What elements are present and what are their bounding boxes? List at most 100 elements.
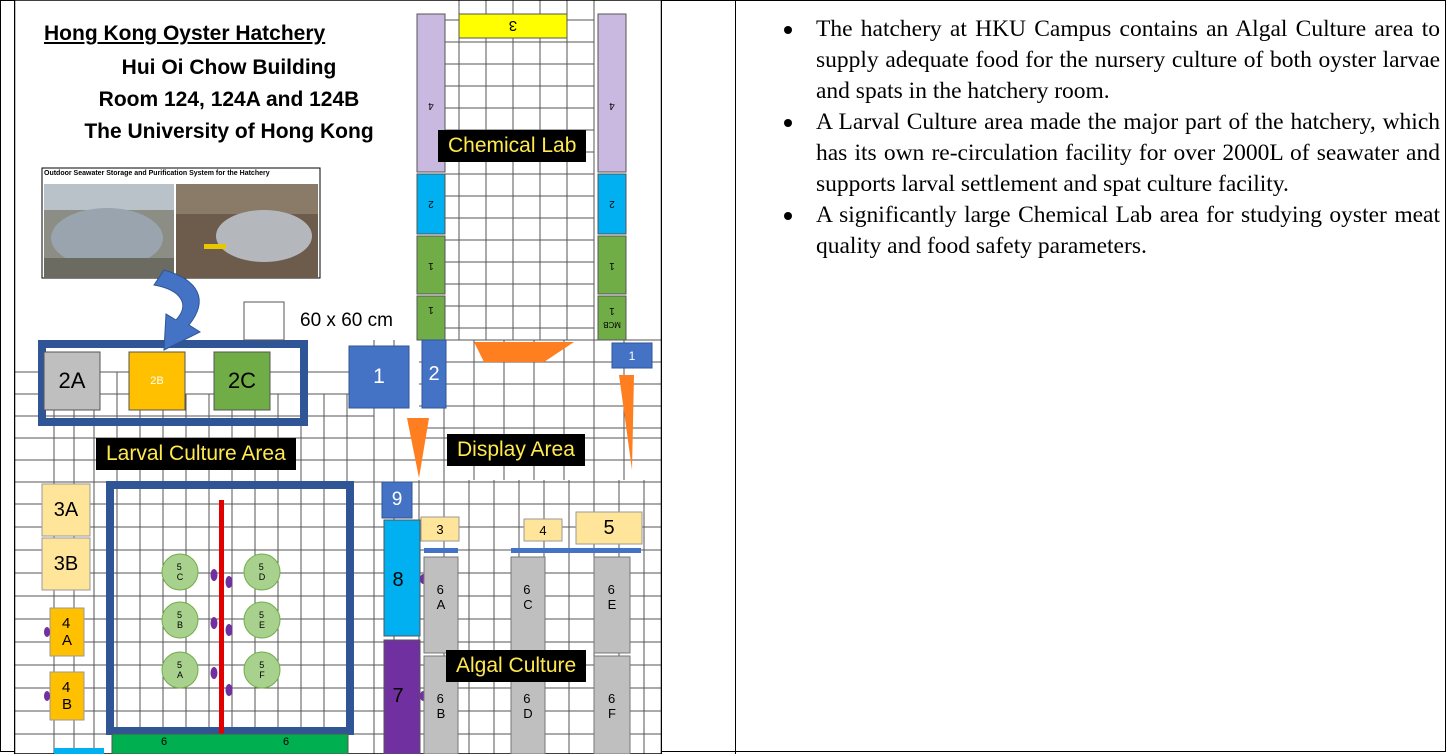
tank-3b [41, 537, 91, 591]
larval-culture-frame [106, 481, 354, 735]
plan-title: Hong Kong Oyster Hatchery [44, 22, 326, 45]
lab-bench-4-left-label: 4 [428, 100, 434, 112]
tank-6a [423, 556, 459, 654]
bullet-text: A significantly large Chemical Lab area … [816, 202, 1440, 259]
lab-bench-1c-label: 1 [609, 260, 615, 272]
tank-5e-label: 5 E [258, 610, 265, 630]
tank-6e [593, 556, 631, 654]
tank-1-small [611, 342, 653, 369]
orange-wedge-right [619, 375, 634, 470]
lab-bench-1b-label: 1 [428, 304, 434, 316]
bullet-item: The hatchery at HKU Campus contains an A… [760, 14, 1440, 107]
blue-arrow-icon [153, 269, 202, 351]
lab-bench-1c [597, 235, 627, 295]
photo-right-tank [216, 210, 312, 262]
tank-2a-label: 2A [58, 368, 86, 393]
plan-subtitle-room: Room 124, 124A and 124B [98, 88, 360, 111]
bottom-bench-6a-label: 6 [160, 736, 168, 748]
photo-left-tank [51, 208, 163, 268]
bottom-left-tank [54, 748, 104, 754]
tank-2-display [421, 339, 447, 409]
mcb-label: MCB [603, 320, 621, 330]
photo-caption: Outdoor Seawater Storage and Purificatio… [44, 170, 270, 177]
tank-5b-label: 5 B [176, 610, 183, 630]
photo-left-ground [44, 258, 174, 278]
tank-2b-label: 2B [150, 375, 164, 387]
algal-culture-label: Algal Culture [446, 650, 587, 682]
lab-bench-2-right-label: 2 [609, 198, 615, 210]
lab-bench-2-left-label: 2 [428, 198, 434, 210]
tank-2-label: 2 [428, 362, 440, 385]
tank-4b [49, 671, 85, 721]
hatchery-floor-plan: Hong Kong Oyster Hatchery Hui Oi Chow Bu… [14, 0, 662, 754]
tank-2a [43, 351, 101, 411]
tank-2b [128, 351, 186, 411]
tank-6c-label: 6 C [523, 582, 533, 612]
tank-5f-label: 5 F [259, 660, 265, 680]
bullet-dot-icon [784, 26, 792, 34]
center-pipe-line [219, 500, 224, 754]
tank-2c-label: 2C [227, 368, 257, 393]
tank-1-label: 1 [373, 365, 385, 388]
valve-4b [44, 691, 50, 701]
plan-subtitle-building: Hui Oi Chow Building [121, 56, 337, 79]
tank-6f-label: 6 F [608, 691, 616, 721]
bullet-text: The hatchery at HKU Campus contains an A… [816, 16, 1440, 104]
scale-label: 60 x 60 cm [300, 310, 393, 331]
bullet-item: A significantly large Chemical Lab area … [760, 200, 1440, 262]
tank-6d-label: 6 D [523, 691, 533, 721]
tank-6c [510, 556, 546, 654]
bottom-bench-6b-label: 6 [282, 736, 290, 748]
lab-bench-2-right [597, 173, 627, 235]
lab-bench-1a [416, 235, 446, 295]
lab-bench-2-left [416, 173, 446, 235]
tank-5a-label: 5 A [176, 660, 183, 680]
chemical-lab-label: Chemical Lab [438, 130, 587, 162]
tank-3a [41, 483, 91, 537]
larval-culture-label: Larval Culture Area [96, 438, 296, 470]
tank-7-label: 7 [392, 684, 404, 707]
tank-8-label: 8 [392, 568, 404, 591]
tank-5c-label: 5 C [176, 562, 184, 582]
photo-right-wall [176, 184, 318, 214]
tank-7 [383, 639, 421, 754]
photo-right-pipe [204, 244, 226, 249]
display-area-label: Display Area [447, 434, 585, 466]
lab-bench-1d [597, 295, 627, 341]
bullet-list: The hatchery at HKU Campus contains an A… [760, 14, 1440, 262]
tank-2c [213, 351, 271, 411]
floor-plan-drawing [14, 0, 662, 754]
lab-bench-3-label: 3 [508, 17, 518, 35]
lab-bench-1a-label: 1 [428, 260, 434, 272]
tank-3a-label: 3A [53, 498, 79, 521]
lab-bench-1d-label: 1 [609, 305, 615, 317]
tank-4-small [523, 518, 563, 542]
bottom-bench [111, 733, 349, 754]
scale-square [243, 301, 285, 341]
tank-1-small-label: 1 [628, 348, 636, 363]
round-tank-valves [210, 569, 233, 696]
table-column-divider [735, 0, 736, 754]
tank-5d-label: 5 D [258, 562, 266, 582]
round-larval-tanks [161, 553, 281, 689]
shelf-left [424, 548, 458, 553]
bullet-text: A Larval Culture area made the major par… [816, 109, 1440, 197]
lab-bench-1b [416, 295, 446, 341]
tank-6e-label: 6 E [607, 582, 617, 612]
bullet-dot-icon [784, 119, 792, 127]
lab-bench-4-right [597, 13, 627, 173]
room-outline [14, 0, 662, 754]
tank-6a-label: 6 A [436, 582, 446, 612]
tank-3b-label: 3B [53, 552, 79, 575]
orange-wedge-left [407, 418, 429, 478]
tank-9 [381, 481, 413, 519]
tank-4-small-label: 4 [539, 522, 547, 538]
valve-4a [44, 627, 50, 637]
tank-6b-label: 6 B [436, 691, 446, 721]
photo-left-sky [44, 184, 174, 210]
bullet-item: A Larval Culture area made the major par… [760, 107, 1440, 200]
tank-5 [575, 511, 643, 545]
lab-bench-3-top [458, 13, 568, 39]
tank-1 [348, 345, 410, 409]
